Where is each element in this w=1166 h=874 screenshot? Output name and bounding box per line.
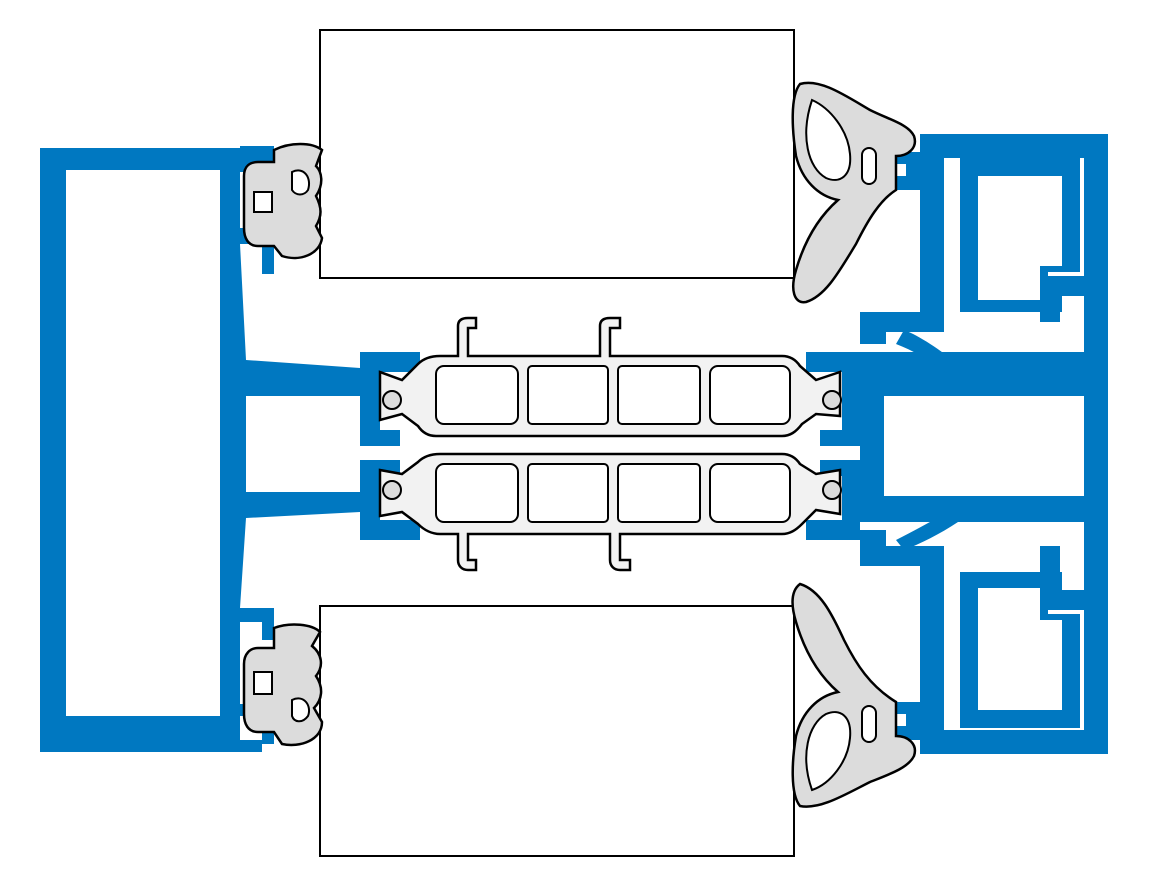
right-sash-upper-finger <box>896 330 958 374</box>
left-frame-web <box>220 244 360 608</box>
right-sash-bottom-seat <box>896 702 920 740</box>
right-sash-top-seat <box>896 152 920 190</box>
glazing-gasket-left-bottom <box>242 623 324 747</box>
right-sash-bottom-inner <box>960 572 1080 728</box>
thermal-break-lower-cell-4 <box>709 463 791 523</box>
thermal-break-upper-cell-2 <box>527 365 609 425</box>
thermal-break-upper-cell-4 <box>709 365 791 425</box>
right-sash-break-seat-lower <box>806 460 860 540</box>
thermal-break-upper-cell-3 <box>617 365 701 425</box>
right-sash-bottom-step <box>1040 546 1084 610</box>
thermal-break-upper-cell-1 <box>435 365 519 425</box>
thermal-break-lower-cell-1 <box>435 463 519 523</box>
glass-pane-top <box>319 29 795 279</box>
wedge-gasket-right-bottom <box>791 582 917 808</box>
left-frame-break-seat-upper <box>360 352 420 446</box>
right-sash-break-seat-upper <box>806 352 860 446</box>
right-sash-bottom-chamber <box>920 500 1108 754</box>
left-frame-bottom-hook <box>240 608 274 640</box>
right-sash-top-step <box>1040 276 1084 322</box>
thermal-break-lower-cell-2 <box>527 463 609 523</box>
right-sash-upper-hook <box>860 312 944 344</box>
right-sash-center-band <box>860 352 1108 522</box>
thermal-break-upper <box>378 316 842 438</box>
thermal-break-lower-cell-3 <box>617 463 701 523</box>
wedge-gasket-right-top <box>791 81 917 304</box>
glazing-gasket-left-top <box>242 142 324 260</box>
left-frame-outer-chamber <box>40 148 262 752</box>
right-sash-lower-finger <box>896 512 958 550</box>
thermal-break-lower <box>378 452 842 572</box>
right-sash-top-inner <box>960 158 1080 312</box>
right-sash-lower-hook <box>860 530 944 566</box>
glass-pane-bottom <box>319 605 795 857</box>
left-frame-break-seat-lower <box>360 460 420 540</box>
right-sash-profile <box>806 134 1108 754</box>
